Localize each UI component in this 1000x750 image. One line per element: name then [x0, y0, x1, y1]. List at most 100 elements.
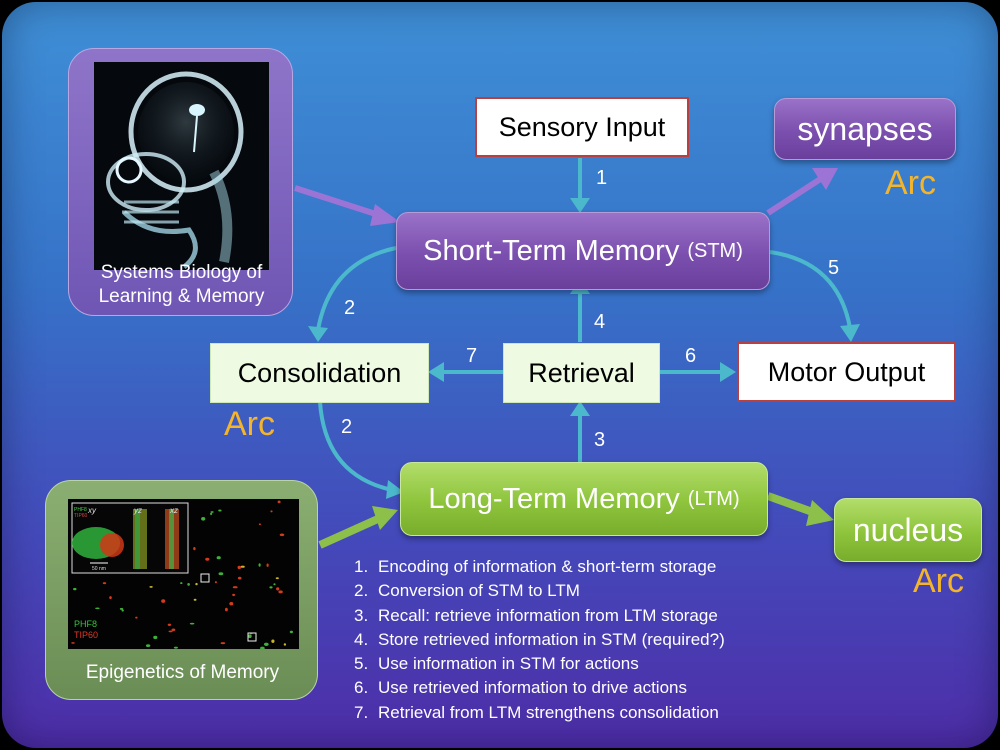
- micrograph-speckle: [210, 511, 214, 513]
- micrograph-speckle: [102, 582, 107, 585]
- ltm-label: Long-Term Memory: [428, 482, 680, 515]
- legend-item: 3.Recall: retrieve information from LTM …: [340, 604, 725, 628]
- micrograph-speckle: [258, 523, 261, 526]
- micrograph-speckle: [273, 583, 276, 586]
- edge-label-5: 5: [828, 257, 840, 279]
- micrograph-speckle: [173, 646, 178, 649]
- stm-node: Short-Term Memory (STM): [396, 212, 770, 290]
- arrow-ltm-to-nucleus: [766, 492, 834, 526]
- legend-item: 5. Use information in STM for actions: [340, 652, 725, 676]
- legend-item-number: 5.: [354, 654, 369, 674]
- ltm-abbr: (LTM): [687, 487, 740, 510]
- legend-item: 6.Use retrieved information to drive act…: [340, 676, 725, 700]
- arrow-retrieval-to-motor: [660, 362, 736, 382]
- arc-label-consolidation: Arc: [224, 405, 275, 443]
- micrograph-speckle: [193, 547, 196, 551]
- micrograph-speckle: [289, 630, 293, 634]
- micrograph-speckle: [237, 565, 242, 570]
- epigenetics-caption: Epigenetics of Memory: [85, 662, 280, 683]
- micrograph-speckle: [279, 533, 285, 537]
- micrograph-speckle: [180, 582, 183, 585]
- micrograph-speckle: [271, 639, 275, 643]
- micrograph-speckle: [121, 609, 124, 612]
- micrograph-speckle: [283, 643, 287, 646]
- stm-label: Short-Term Memory: [423, 234, 680, 267]
- micrograph-speckle: [210, 512, 213, 515]
- consolidation-node: Consolidation: [210, 343, 429, 403]
- micrograph-speckle: [276, 587, 280, 591]
- micrograph-speckle: [145, 644, 151, 647]
- micrograph-speckle: [258, 563, 261, 567]
- edge-label-1: 1: [596, 167, 608, 189]
- micrograph-speckle: [248, 634, 252, 638]
- arrow-systems-biology-to-stm: [294, 185, 400, 226]
- micrograph-speckle: [119, 607, 124, 610]
- arrow-retrieval-to-consolidation: [428, 362, 503, 382]
- micrograph-speckle: [167, 623, 172, 626]
- arrow-consolidation-to-ltm: [318, 401, 404, 499]
- edge-label-2-top: 2: [344, 297, 356, 319]
- micrograph-image: xy yz xz PHF8 TIP60 50 nm PHF8 TIP60: [68, 499, 299, 649]
- legend-item-text: Recall: retrieve information from LTM st…: [378, 605, 718, 625]
- micrograph-speckle: [95, 607, 100, 610]
- legend-item-number: 2.: [354, 581, 369, 601]
- motor-output-label: Motor Output: [767, 356, 926, 387]
- micrograph-speckle: [225, 607, 228, 612]
- micrograph-speckle: [263, 642, 269, 646]
- nucleus-label: nucleus: [852, 511, 964, 548]
- synapses-label: synapses: [797, 110, 933, 147]
- xray-skull-image: [94, 62, 269, 270]
- arc-label-nucleus: Arc: [913, 562, 964, 600]
- systems-biology-caption-line1: Systems Biology of: [100, 262, 263, 283]
- micrograph-speckle: [161, 599, 166, 603]
- edge-label-2-bottom: 2: [341, 416, 353, 438]
- micrograph-speckle: [216, 556, 221, 560]
- arrow-epigenetics-to-ltm: [318, 506, 398, 549]
- consolidation-label: Consolidation: [237, 357, 402, 388]
- legend-item: 4. Store retrieved information in STM (re…: [340, 628, 725, 652]
- micrograph-speckle: [71, 642, 75, 644]
- micrograph-speckle: [218, 509, 222, 512]
- micrograph-speckle: [269, 586, 273, 589]
- inset-label-xz: xz: [169, 506, 178, 515]
- micrograph-speckle: [187, 583, 190, 586]
- micrograph-speckle: [193, 598, 197, 601]
- micrograph-speckle: [135, 616, 138, 619]
- legend-item: 2. Conversion of STM to LTM: [340, 579, 725, 603]
- sensory-input-label: Sensory Input: [498, 111, 666, 142]
- legend-item-text: Store retrieved information in STM (requ…: [378, 629, 725, 649]
- micrograph-speckle: [220, 642, 226, 645]
- nucleus-node: nucleus: [834, 498, 982, 562]
- legend-item-text: Conversion of STM to LTM: [378, 581, 580, 601]
- retrieval-node: Retrieval: [503, 343, 660, 403]
- edge-label-6: 6: [685, 345, 697, 367]
- arrow-stm-to-motor: [769, 250, 860, 342]
- legend-item: 1.Encoding of information & short-term s…: [340, 555, 725, 579]
- inset-label-yz: yz: [133, 506, 142, 515]
- legend-item-number: 6.: [354, 678, 369, 698]
- micrograph-speckle: [153, 635, 158, 640]
- systems-biology-caption-line2: Learning & Memory: [98, 286, 265, 307]
- micrograph-speckle: [277, 500, 281, 504]
- epigenetics-panel: xy yz xz PHF8 TIP60 50 nm PHF8 TIP60 Epi…: [45, 480, 318, 700]
- micrograph-speckle: [266, 563, 269, 567]
- micrograph-speckle: [270, 510, 273, 513]
- micrograph-speckle: [218, 572, 224, 576]
- micrograph-speckle: [171, 628, 176, 632]
- arrow-sensory-to-stm: [570, 158, 590, 213]
- edge-label-3: 3: [594, 429, 606, 451]
- arc-label-synapses: Arc: [885, 164, 936, 202]
- micrograph-speckle: [237, 576, 242, 580]
- ltm-node: Long-Term Memory (LTM): [400, 462, 768, 536]
- micrograph-speckle: [240, 565, 245, 568]
- legend-item-number: 4.: [354, 629, 369, 649]
- micrograph-speckle: [109, 596, 112, 600]
- micrograph-speckle: [201, 517, 206, 521]
- micrograph-speckle: [260, 646, 265, 649]
- retrieval-label: Retrieval: [528, 357, 635, 388]
- edge-label-4: 4: [594, 311, 606, 333]
- systems-biology-caption: Systems Biology of Learning & Memory: [69, 261, 294, 309]
- micrograph-speckle: [229, 602, 234, 606]
- legend-item-text: Use information in STM for actions: [378, 654, 639, 674]
